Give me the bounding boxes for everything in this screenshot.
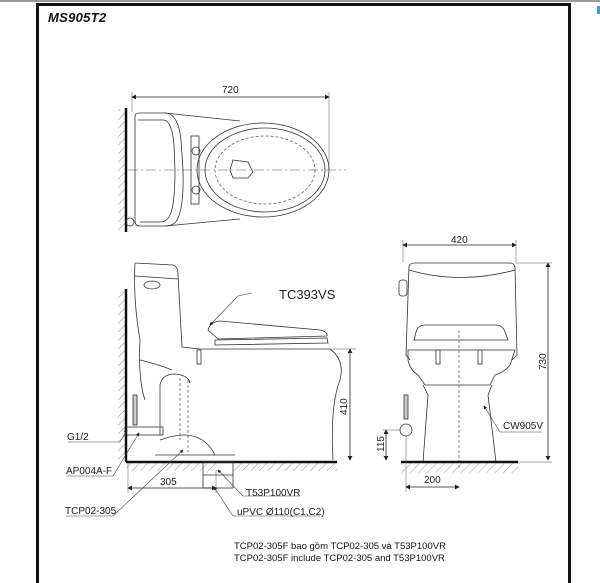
drawing-frame (36, 3, 571, 583)
callout-g12: G1/2 (67, 432, 89, 443)
scrollbar-accent (597, 6, 600, 14)
note-english: TCP02-305F include TCP02-305 and T53P100… (234, 553, 445, 564)
callout-t53p100vr: T53P100VR (246, 488, 300, 499)
dim-305: 305 (160, 477, 177, 488)
dim-730: 730 (538, 353, 549, 370)
dim-420: 420 (451, 235, 468, 246)
model-title: MS905T2 (48, 10, 107, 25)
callout-tcp02-305: TCP02-305 (65, 506, 117, 517)
seat-label: TC393VS (279, 287, 336, 302)
dim-115: 115 (376, 436, 387, 452)
callout-ap004a-f: AP004A-F (66, 466, 112, 477)
top-border (0, 0, 600, 2)
top-view (118, 92, 346, 232)
front-view (383, 240, 552, 492)
dim-720: 720 (222, 85, 239, 96)
callout-upvc: uPVC Ø110(C1,C2) (237, 507, 325, 518)
dim-200: 200 (424, 475, 441, 486)
side-view (66, 262, 356, 517)
body-label: CW905V (503, 421, 543, 432)
dim-410: 410 (339, 398, 350, 415)
note-vietnamese: TCP02-305F bao gồm TCP02-305 và T53P100V… (234, 541, 446, 552)
technical-drawing: 720 (65, 85, 552, 518)
